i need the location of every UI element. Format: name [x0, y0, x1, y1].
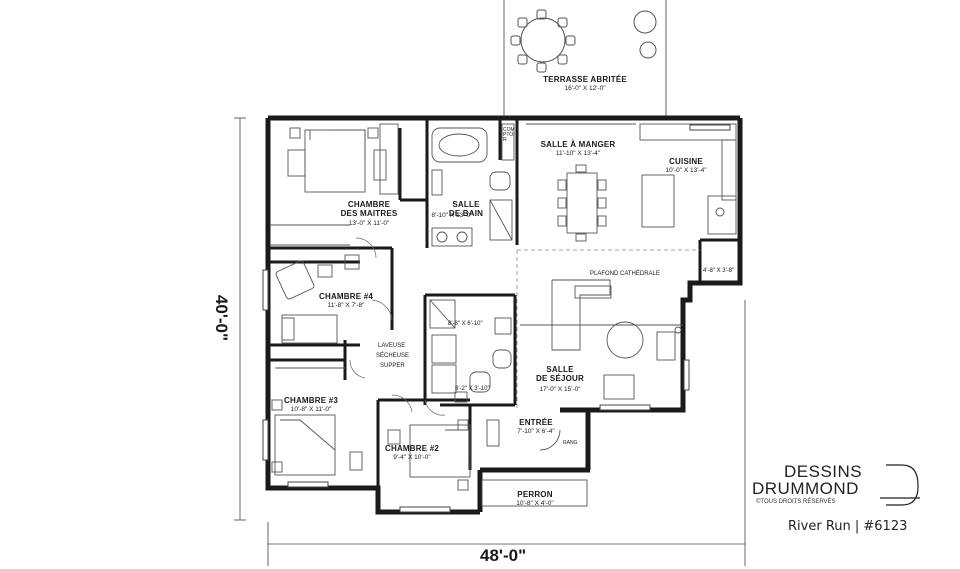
- chambre4-dims: 11'-8" X 7'-8": [327, 302, 365, 309]
- laundry-line1: LAVEUSE: [378, 343, 406, 349]
- salle-de-bain-line1: SALLE: [452, 200, 480, 209]
- living-furniture: [520, 279, 683, 400]
- bedroom3-furniture: [271, 367, 363, 476]
- cathedral-ceiling-lines: [516, 249, 700, 410]
- kitchen-cabinets: [526, 123, 737, 235]
- rang-label: RANG: [563, 440, 578, 446]
- terrasse-label: TERRASSE ABRITÉE: [543, 75, 627, 84]
- entree-dims: 7'-10" X 6'-4": [517, 428, 555, 435]
- brand-block: DESSINS DRUMMOND ©TOUS DROITS RÉSERVÉS: [752, 463, 932, 505]
- perron-dims: 10'-8" X 4'-0": [516, 500, 554, 507]
- brand-line1: DESSINS: [784, 462, 863, 481]
- master-closet: [270, 123, 399, 246]
- laundry-line3: SUPPER: [380, 363, 405, 369]
- bathroom-fixtures: [431, 123, 515, 247]
- terrace-table-set: [510, 9, 657, 73]
- master-bed: [287, 127, 387, 193]
- chambre-maitres-dims: 13'-0" X 11'-0": [348, 220, 390, 227]
- door-swings: [349, 237, 446, 416]
- bath2-laundry-fixtures: [429, 299, 512, 403]
- brand-logo-mark: [880, 464, 920, 506]
- chambre-maitres-line1: CHAMBRE: [347, 200, 391, 209]
- salle-de-bain-dims: 8'-10" X 13'-0": [431, 212, 473, 219]
- pantry-dims: 4'-8" X 3'-8": [703, 268, 735, 274]
- chambre2-dims: 9'-4" X 10'-0": [393, 454, 431, 461]
- interior-walls: [268, 118, 740, 488]
- terrasse-dims: 16'-0" X 12'-0": [564, 85, 606, 92]
- bedroom4-furniture: [275, 254, 360, 344]
- chambre3-dims: 10'-8" X 11'-0": [290, 406, 332, 413]
- perron-label: PERRON: [517, 490, 553, 499]
- laundry-line2: SÉCHEUSE: [376, 353, 410, 359]
- chambre4-label: CHAMBRE #4: [318, 292, 374, 301]
- overall-depth-dimension: 40'-0": [212, 294, 232, 342]
- salle-de-bain-line2: DE BAIN: [448, 209, 484, 218]
- chambre3-label: CHAMBRE #3: [283, 396, 339, 405]
- salle-sejour-line2: DE SÉJOUR: [535, 374, 585, 383]
- chambre-maitres-line2: DES MAITRES: [340, 209, 398, 218]
- chambre2-label: CHAMBRE #2: [384, 444, 440, 453]
- bedroom2-furniture: [387, 419, 471, 491]
- brand-line2: DRUMMOND: [752, 479, 859, 498]
- entree-label: ENTRÉE: [519, 418, 553, 427]
- salle-sejour-dims: 17'-0" X 15'-0": [539, 386, 581, 393]
- windows: [262, 124, 731, 513]
- salle-a-manger-dims: 11'-10" X 13'-4": [555, 150, 601, 157]
- cuisine-dims: 10'-0" X 13'-4": [665, 167, 707, 174]
- wc-dims: 8'-2" X 3'-10": [455, 386, 490, 392]
- salle-de-bain-label: SALLE DE BAIN: [449, 200, 483, 218]
- plan-id-label: River Run | #6123: [788, 519, 908, 534]
- plafond-cathedrale-label: PLAFOND CATHÉDRALE: [590, 271, 660, 277]
- brand-rights: ©TOUS DROITS RÉSERVÉS: [756, 499, 836, 505]
- cuisine-label: CUISINE: [669, 157, 703, 166]
- salle-a-manger-label: SALLE À MANGER: [540, 140, 616, 149]
- bath2-dims: 8'-8" X 6'-10": [448, 321, 483, 327]
- salle-sejour-label: SALLE DE SÉJOUR: [536, 365, 584, 383]
- exterior-walls: [265, 115, 743, 515]
- overall-width-dimension: 48'-0": [480, 546, 527, 565]
- dimension-lines: [234, 117, 746, 566]
- dining-table: [557, 164, 607, 242]
- salle-sejour-line1: SALLE: [546, 365, 574, 374]
- chambre-maitres-label: CHAMBRE DES MAITRES: [341, 200, 398, 218]
- entry-features: [481, 419, 588, 507]
- terrace-outline: [503, 0, 667, 118]
- comptoir-label: COMPTOIR: [503, 127, 515, 143]
